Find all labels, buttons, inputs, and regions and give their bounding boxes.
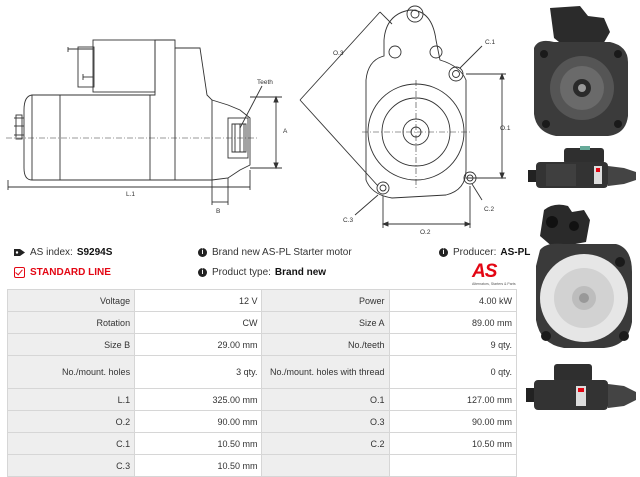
spec-key: No./mount. holes	[6, 355, 136, 389]
spec-key: Size A	[261, 311, 390, 334]
producer-value: AS-PL	[500, 247, 531, 258]
info-icon: i	[198, 268, 207, 277]
table-row: No./mount. holes 3 qty. No./mount. holes…	[6, 355, 518, 389]
spec-key: Voltage	[6, 289, 136, 312]
dim-l1-label: L.1	[126, 191, 135, 198]
dim-c3-label: C.3	[343, 217, 354, 224]
spec-key-text: No./mount. holes with thread	[270, 366, 385, 377]
spec-value: 10.50 mm	[388, 432, 518, 455]
dim-c2-label: C.2	[484, 206, 495, 213]
product-type-label: Product type:	[212, 267, 271, 278]
spec-value: 0 qty.	[388, 355, 518, 389]
spec-value: 89.00 mm	[388, 311, 518, 334]
spec-key: Rotation	[6, 311, 136, 334]
spec-key: C.2	[261, 432, 390, 455]
spec-value	[388, 454, 518, 477]
as-pl-logo: AS Alternators, Starters & Parts	[472, 262, 518, 288]
specification-table: Voltage 12 V Power 4.00 kW Rotation CW S…	[6, 289, 518, 477]
dim-a-label: A	[283, 128, 288, 135]
description-text: Brand new AS-PL Starter motor	[212, 247, 352, 258]
checkbox-icon	[14, 267, 25, 278]
table-row: Size B 29.00 mm No./teeth 9 qty.	[6, 333, 518, 356]
spec-value: 10.50 mm	[134, 432, 263, 455]
product-photo-front[interactable]	[524, 202, 640, 354]
dim-o1-label: O.1	[500, 125, 511, 132]
product-photo-side-2[interactable]	[524, 356, 640, 426]
spec-key: No./mount. holes with thread	[261, 355, 390, 389]
spec-value: 9 qty.	[388, 333, 518, 356]
spec-key	[261, 454, 390, 477]
dim-c1-label: C.1	[485, 39, 496, 46]
teeth-label: Teeth	[257, 79, 273, 86]
table-row: C.1 10.50 mm C.2 10.50 mm	[6, 432, 518, 455]
spec-value: 4.00 kW	[388, 289, 518, 312]
as-index-label: AS index:	[30, 247, 73, 258]
spec-value: 325.00 mm	[134, 388, 263, 411]
product-photo-flange[interactable]	[524, 2, 640, 140]
side-view-drawing	[6, 39, 282, 205]
technical-drawing: Teeth A B L.1 O.3 C.1 O.1 C.2 O.2 C.3	[6, 5, 511, 236]
spec-key: O.3	[261, 410, 390, 433]
spec-key: Power	[261, 289, 390, 312]
spec-key: C.1	[6, 432, 136, 455]
spec-value: 3 qty.	[134, 355, 263, 389]
table-row: L.1 325.00 mm O.1 127.00 mm	[6, 388, 518, 411]
standard-line-row: STANDARD LINE	[14, 267, 111, 278]
table-row: Voltage 12 V Power 4.00 kW	[6, 289, 518, 312]
spec-key: No./teeth	[261, 333, 390, 356]
spec-value: 12 V	[134, 289, 263, 312]
spec-key: L.1	[6, 388, 136, 411]
spec-key: C.3	[6, 454, 136, 477]
product-type-value: Brand new	[274, 267, 327, 278]
product-type-row: i Product type: Brand new	[198, 267, 326, 278]
spec-key: O.1	[261, 388, 390, 411]
as-index-value: S9294S	[76, 247, 113, 258]
table-row: Rotation CW Size A 89.00 mm	[6, 311, 518, 334]
info-icon: i	[439, 248, 448, 257]
product-photos	[524, 0, 640, 454]
spec-key: Size B	[6, 333, 136, 356]
producer-label: Producer:	[453, 247, 497, 258]
spec-value: CW	[134, 311, 263, 334]
info-icon: i	[198, 248, 207, 257]
spec-value: 127.00 mm	[388, 388, 518, 411]
dim-o2-label: O.2	[420, 229, 431, 236]
logo-tagline: Alternators, Starters & Parts	[472, 282, 516, 286]
as-index-row: AS index: S9294S	[14, 247, 112, 258]
description-row: i Brand new AS-PL Starter motor	[198, 247, 352, 258]
dim-b-label: B	[216, 208, 220, 215]
tag-icon	[14, 249, 25, 256]
spec-key: O.2	[6, 410, 136, 433]
dim-o3-label: O.3	[333, 50, 344, 57]
front-view-drawing	[299, 5, 506, 228]
product-photo-side-1[interactable]	[524, 142, 640, 198]
standard-line-badge: STANDARD LINE	[30, 267, 111, 278]
spec-value: 90.00 mm	[134, 410, 263, 433]
producer-row: i Producer: AS-PL	[439, 247, 530, 258]
spec-value: 10.50 mm	[134, 454, 263, 477]
spec-value: 29.00 mm	[134, 333, 263, 356]
table-row: O.2 90.00 mm O.3 90.00 mm	[6, 410, 518, 433]
table-row: C.3 10.50 mm	[6, 454, 518, 477]
logo-mark: AS	[472, 261, 497, 282]
spec-value: 90.00 mm	[388, 410, 518, 433]
